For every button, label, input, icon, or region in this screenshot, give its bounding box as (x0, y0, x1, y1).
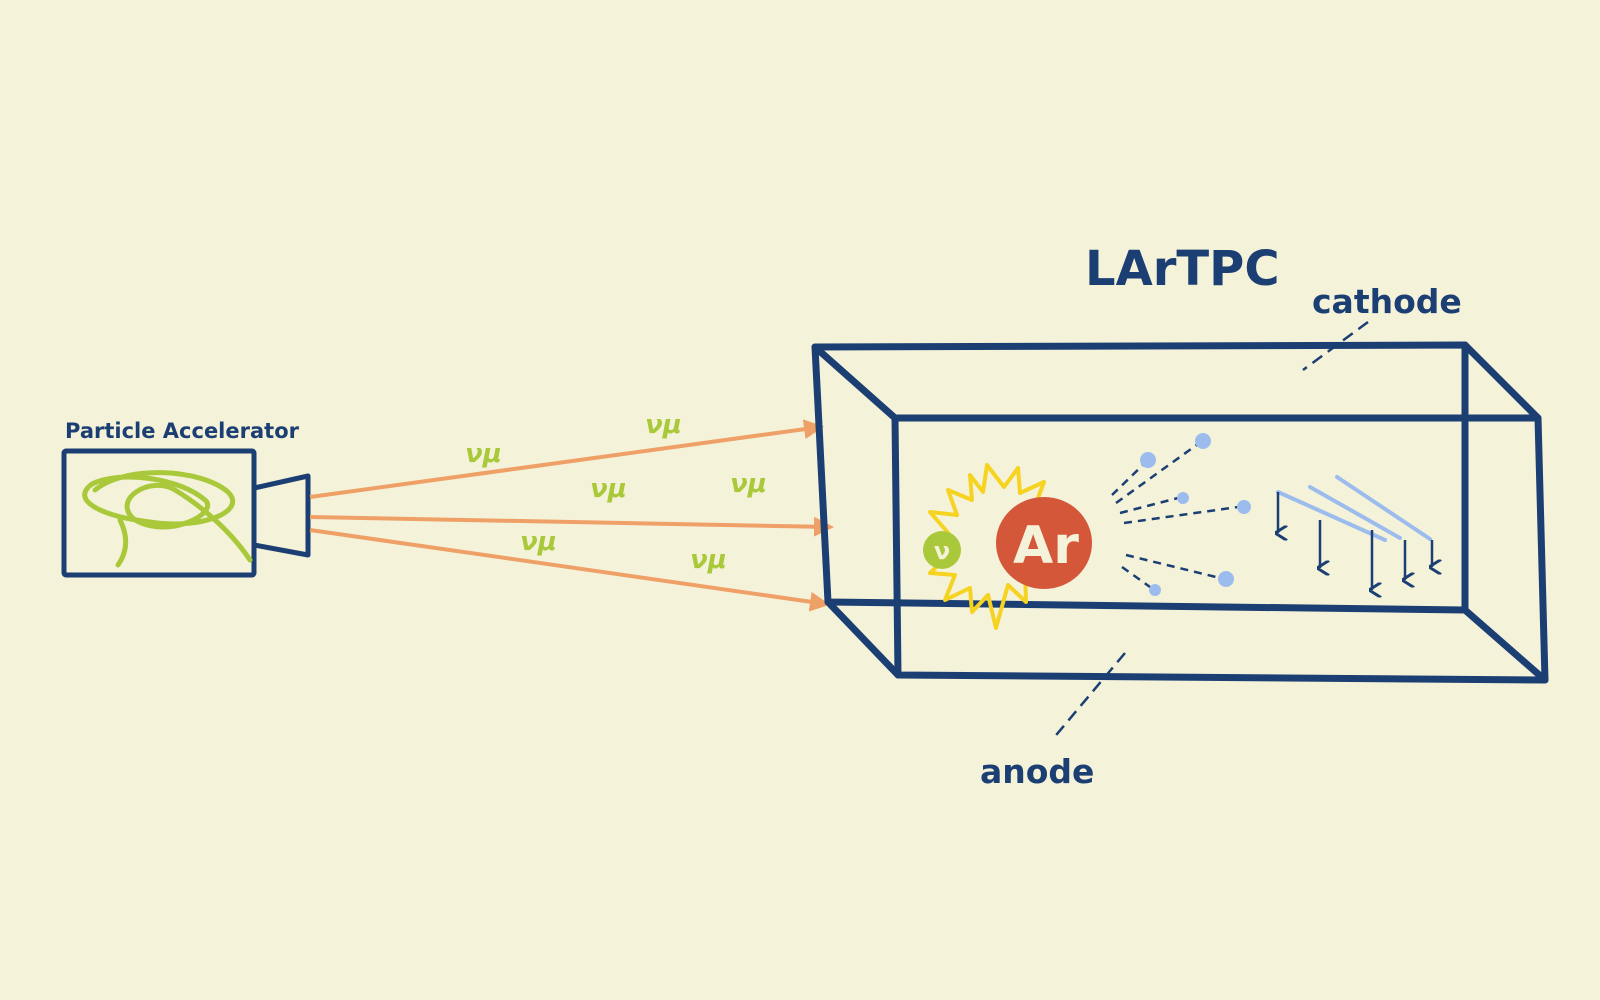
edge-top-left (811, 343, 899, 422)
track (1121, 565, 1151, 589)
cathode-label: cathode (1312, 282, 1462, 321)
neutrino-beams (309, 419, 834, 612)
particle-dot-icon (1140, 452, 1156, 468)
argon-nucleus: Ar (996, 497, 1092, 589)
muon-neutrino-label: νμ (590, 474, 627, 504)
particle-path-squiggle (82, 470, 253, 568)
edge-top-right (1461, 341, 1542, 422)
beam-upper (309, 419, 824, 499)
wire-planes (1276, 475, 1432, 590)
detector-title: LArTPC (1085, 241, 1280, 297)
track (1111, 461, 1147, 496)
beam-lower (309, 528, 830, 612)
neutrino-dot (923, 531, 961, 569)
neutrino-labels: νμ νμ νμ νμ νμ νμ (465, 410, 767, 575)
wire (1308, 485, 1402, 540)
anode-label: anode (980, 752, 1094, 791)
particle-dot-icon (1149, 584, 1161, 596)
wire-plane-icon (1276, 475, 1432, 542)
particle-dot-icon (1237, 500, 1251, 514)
muon-neutrino-label: νμ (730, 469, 767, 499)
accelerator-nozzle (251, 473, 311, 558)
muon-neutrino-label: νμ (520, 527, 557, 557)
track (1125, 553, 1221, 580)
wire (1335, 475, 1432, 541)
track (1123, 505, 1239, 525)
particle-dot-icon (1218, 571, 1234, 587)
particle-dot-icon (1177, 492, 1189, 504)
anode-leader-line (1051, 652, 1126, 741)
muon-neutrino-label: νμ (690, 545, 727, 575)
edge-bottom-left (824, 598, 902, 679)
front-face (891, 414, 1549, 684)
beam-middle (309, 515, 834, 537)
drift-arrows (1278, 492, 1432, 590)
muon-neutrino-label: νμ (465, 439, 502, 469)
particle-accelerator: Particle Accelerator (61, 419, 311, 578)
particle-dots (1140, 433, 1251, 596)
accelerator-label: Particle Accelerator (65, 419, 300, 443)
edge-bottom-right (1461, 606, 1549, 684)
neutrino-symbol: ν (934, 537, 950, 565)
muon-neutrino-label: νμ (645, 410, 682, 440)
particle-dot-icon (1195, 433, 1211, 449)
wire (1276, 490, 1387, 542)
lartpc-box (811, 341, 1549, 684)
argon-dot (996, 497, 1092, 589)
neutrino-particle: ν (923, 531, 961, 569)
particle-tracks (1111, 442, 1239, 589)
track (1119, 496, 1179, 515)
argon-symbol: Ar (1013, 516, 1079, 576)
track (1115, 442, 1199, 505)
back-face (811, 341, 1469, 614)
